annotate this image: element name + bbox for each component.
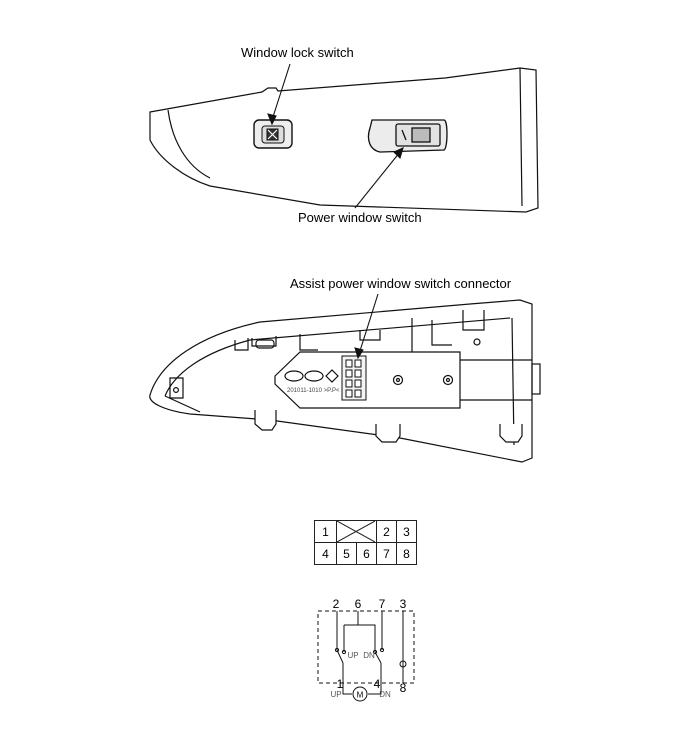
pin-1: 1: [314, 520, 337, 543]
pin-blank: [336, 520, 377, 543]
bottom-label-up: UP: [330, 690, 341, 699]
blank-cross: [337, 521, 375, 542]
switch-panel-top: [149, 67, 539, 213]
motor-label: M: [357, 691, 364, 700]
pin-6: 6: [356, 542, 377, 565]
terminal-2: 2: [333, 597, 340, 611]
callout-window-lock-switch: Window lock switch: [241, 45, 354, 60]
pin-row-2: 4 5 6 7 8: [314, 542, 417, 565]
connector-pin-table: 1 2 3 4 5 6 7 8: [314, 520, 417, 565]
pin-8: 8: [396, 542, 417, 565]
terminal-3: 3: [400, 597, 407, 611]
switch-label-up: UP: [347, 651, 358, 660]
switch-module-plate: [274, 351, 532, 409]
pin-7: 7: [376, 542, 397, 565]
pin-3: 3: [396, 520, 417, 543]
leader-lines-top: [267, 63, 404, 209]
terminal-6: 6: [355, 597, 362, 611]
pin-4: 4: [314, 542, 337, 565]
terminal-1: 1: [337, 677, 344, 691]
window-lock-switch[interactable]: [253, 119, 293, 149]
switch-label-dn: DN: [363, 651, 375, 660]
panel-marking: 201011-1010 >P.P<: [287, 388, 340, 394]
callout-assist-connector: Assist power window switch connector: [290, 276, 512, 291]
terminal-7: 7: [379, 597, 386, 611]
pin-row-1: 1 2 3: [314, 520, 417, 543]
assist-connector: [341, 355, 367, 401]
callout-power-window-switch: Power window switch: [298, 210, 422, 225]
pin-5: 5: [336, 542, 357, 565]
leader-line-connector: [354, 293, 379, 360]
terminal-8: 8: [400, 681, 407, 695]
pin-2: 2: [376, 520, 397, 543]
circuit-schematic: [317, 610, 415, 702]
power-window-switch[interactable]: [367, 119, 448, 153]
bottom-label-dn: DN: [379, 690, 391, 699]
terminal-4: 4: [374, 677, 381, 691]
